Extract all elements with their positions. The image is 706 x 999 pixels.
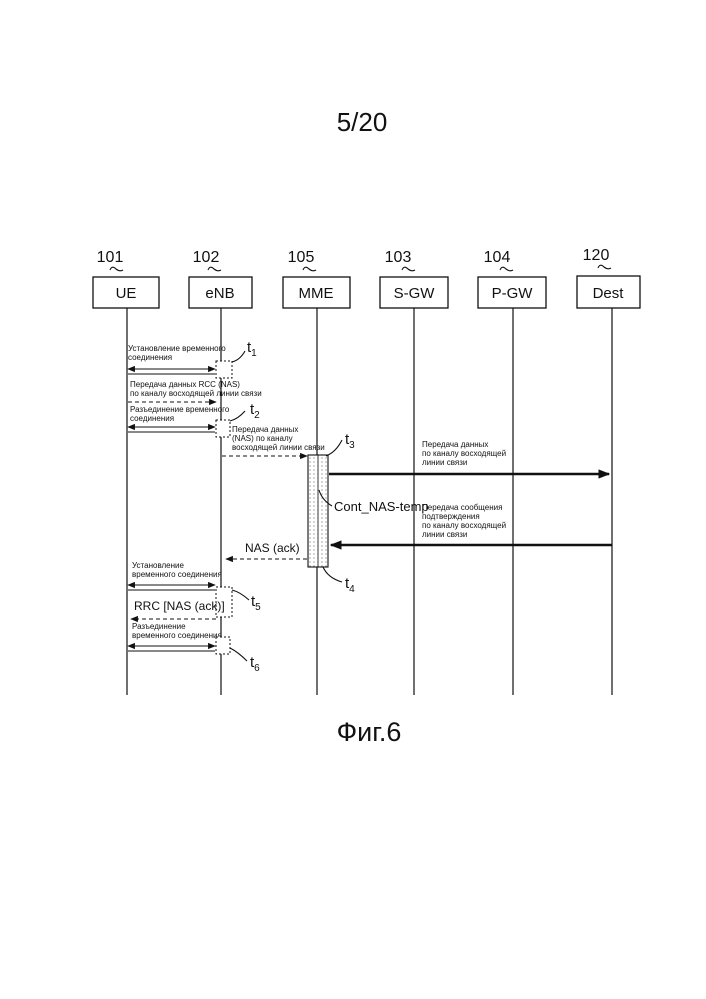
time-mark-t3: t3: [326, 431, 355, 456]
entity-ref: 105: [288, 249, 315, 266]
context-label: Cont_NAS-temp: [319, 490, 429, 514]
msg-label: Передача данных (NAS) по каналу восходящ…: [232, 425, 325, 452]
msg-release-2: Разъединение временного соединения: [128, 622, 230, 654]
entity-ref: 120: [583, 247, 610, 264]
time-mark-t1: t1: [232, 339, 257, 362]
entity-ref: 104: [484, 249, 511, 266]
entity-ref: 103: [385, 249, 412, 266]
figure-caption: Фиг.6: [337, 717, 402, 747]
msg-label: NAS (ack): [245, 541, 300, 555]
msg-label: Передача сообщения подтверждения по кана…: [422, 503, 508, 539]
time-mark-t4: t4: [323, 567, 355, 595]
time-mark-t5: t5: [232, 590, 261, 613]
msg-release-1: Разъединение временного соединения: [128, 405, 232, 437]
entity-ue: 101 UE: [93, 249, 159, 308]
msg-label: Передача данных по каналу восходящей лин…: [422, 440, 508, 467]
time-label: t3: [345, 431, 355, 451]
entity-name: P-GW: [492, 285, 534, 302]
entity-name: S-GW: [394, 285, 436, 302]
msg-nas-uplink: Передача данных (NAS) по каналу восходящ…: [222, 425, 325, 456]
mme-processing-block: [308, 455, 328, 567]
msg-setup-1: Установление временного соединения: [128, 344, 232, 378]
time-label: t6: [250, 654, 260, 674]
entity-mme: 105 MME: [283, 249, 350, 308]
entity-name: eNB: [205, 285, 234, 302]
entity-ref: 101: [97, 249, 124, 266]
entity-name: MME: [299, 285, 334, 302]
msg-rrc-nas-ack: RRC [NAS (ack)]: [131, 599, 225, 619]
entity-ref: 102: [193, 249, 220, 266]
time-label: t1: [247, 339, 257, 359]
svg-text:Cont_NAS-temp: Cont_NAS-temp: [334, 499, 429, 514]
entity-name: UE: [116, 285, 137, 302]
msg-label: Разъединение временного соединения: [132, 622, 222, 640]
time-mark-t6: t6: [230, 648, 260, 674]
entity-sgw: 103 S-GW: [380, 249, 448, 308]
entity-enb: 102 eNB: [189, 249, 252, 308]
entity-name: Dest: [593, 285, 625, 302]
entity-pgw: 104 P-GW: [478, 249, 546, 308]
msg-rrc-nas: Передача данных RCC (NAS) по каналу восх…: [128, 380, 262, 402]
entity-dest: 120 Dest: [577, 247, 640, 308]
time-label: t4: [345, 575, 355, 595]
time-label: t2: [250, 401, 260, 421]
msg-label: RRC [NAS (ack)]: [134, 599, 225, 613]
msg-label: Установление временного соединения: [128, 344, 228, 362]
page-number: 5/20: [337, 107, 388, 137]
msg-label: Передача данных RCC (NAS) по каналу восх…: [130, 380, 262, 398]
time-mark-t2: t2: [230, 401, 260, 421]
time-label: t5: [251, 593, 261, 613]
msg-to-dest: Передача данных по каналу восходящей лин…: [329, 440, 609, 474]
msg-nas-ack: NAS (ack): [226, 541, 307, 559]
msg-label: Установление временного соединения: [132, 561, 222, 579]
